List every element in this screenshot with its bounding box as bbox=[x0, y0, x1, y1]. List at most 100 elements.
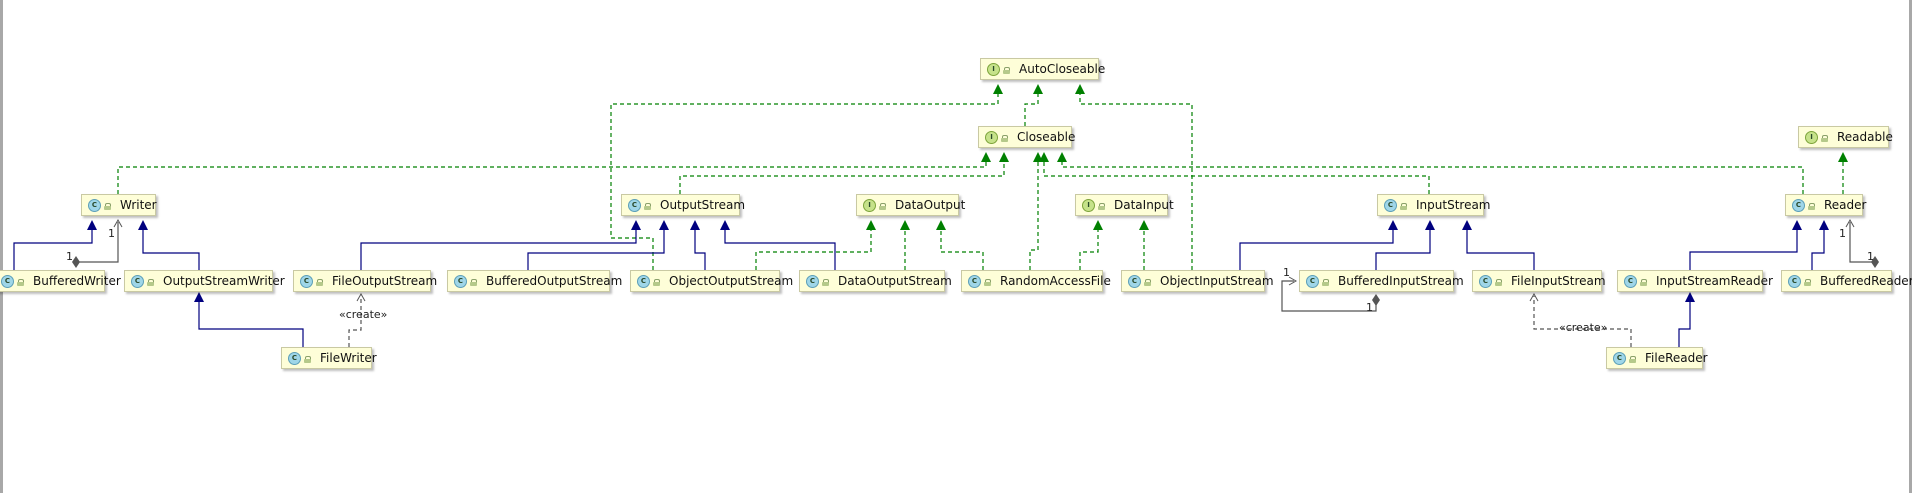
implements-arrowhead bbox=[936, 220, 946, 230]
class-name: Closeable bbox=[1017, 130, 1076, 144]
class-icon: C bbox=[968, 274, 981, 288]
class-icon: C bbox=[1128, 274, 1141, 288]
class-icon: C bbox=[1, 274, 14, 288]
class-node-writer[interactable]: C Writer bbox=[81, 194, 157, 216]
extends-arrowhead bbox=[1819, 220, 1829, 230]
implements-edge bbox=[940, 230, 984, 270]
interface-icon: I bbox=[985, 130, 998, 144]
extends-edge bbox=[724, 230, 836, 270]
class-icon: C bbox=[131, 274, 144, 288]
lock-icon bbox=[879, 201, 888, 210]
class-node-filereader[interactable]: C FileReader bbox=[1606, 347, 1708, 369]
lock-icon bbox=[984, 277, 993, 286]
implements-edge bbox=[1079, 94, 1193, 270]
implements-edge bbox=[1029, 162, 1039, 270]
extends-arrowhead bbox=[720, 220, 730, 230]
lock-icon bbox=[822, 277, 831, 286]
implements-edge bbox=[1043, 162, 1430, 194]
extends-edge bbox=[142, 230, 200, 270]
class-name: BufferedInputStream bbox=[1338, 274, 1464, 288]
lock-icon bbox=[1629, 354, 1638, 363]
implements-edge bbox=[755, 230, 872, 270]
class-node-inputstream[interactable]: C InputStream bbox=[1377, 194, 1491, 216]
class-node-datainput[interactable]: I DataInput bbox=[1075, 194, 1174, 216]
canvas-right-border bbox=[1909, 0, 1912, 493]
implements-arrowhead bbox=[981, 152, 991, 162]
class-icon: C bbox=[628, 198, 641, 212]
class-name: BufferedOutputStream bbox=[486, 274, 623, 288]
class-node-dataoutput[interactable]: I DataOutput bbox=[856, 194, 965, 216]
lock-icon bbox=[1003, 65, 1012, 74]
class-icon: C bbox=[1479, 274, 1492, 288]
multiplicity-label: 1 bbox=[108, 227, 115, 240]
lock-icon bbox=[1821, 133, 1830, 142]
create-stereotype-label: «create» bbox=[1559, 321, 1608, 334]
extends-edge bbox=[13, 230, 93, 270]
extends-edge bbox=[1239, 230, 1394, 270]
class-name: DataInput bbox=[1114, 198, 1174, 212]
extends-edge bbox=[198, 302, 304, 347]
class-icon: C bbox=[1613, 351, 1626, 365]
class-node-readable[interactable]: I Readable bbox=[1798, 126, 1893, 148]
extends-arrowhead bbox=[1388, 220, 1398, 230]
create-stereotype-label: «create» bbox=[339, 308, 388, 321]
lock-icon bbox=[1144, 277, 1153, 286]
class-name: ObjectInputStream bbox=[1160, 274, 1274, 288]
extends-arrowhead bbox=[1462, 220, 1472, 230]
extends-arrowhead bbox=[1425, 220, 1435, 230]
class-node-autocloseable[interactable]: I AutoCloseable bbox=[980, 58, 1105, 80]
class-name: FileWriter bbox=[320, 351, 377, 365]
extends-arrowhead bbox=[1792, 220, 1802, 230]
create-dependency-arrowhead bbox=[356, 292, 366, 302]
class-node-objectoutputstream[interactable]: C ObjectOutputStream bbox=[630, 270, 793, 292]
class-node-randomaccessfile[interactable]: C RandomAccessFile bbox=[961, 270, 1111, 292]
class-node-dataoutputstream[interactable]: C DataOutputStream bbox=[799, 270, 952, 292]
class-node-bufferedwriter[interactable]: C BufferedWriter bbox=[0, 270, 121, 292]
implements-arrowhead bbox=[1075, 84, 1085, 94]
extends-arrowhead bbox=[659, 220, 669, 230]
extends-arrowhead bbox=[631, 220, 641, 230]
class-icon: C bbox=[806, 274, 819, 288]
class-node-bufferedinputstream[interactable]: C BufferedInputStream bbox=[1299, 270, 1464, 292]
extends-edge bbox=[1375, 230, 1431, 270]
canvas-left-border bbox=[0, 0, 3, 493]
class-node-filewriter[interactable]: C FileWriter bbox=[281, 347, 377, 369]
class-node-bufferedreader[interactable]: C BufferedReader bbox=[1781, 270, 1912, 292]
class-name: Writer bbox=[120, 198, 157, 212]
class-icon: C bbox=[1624, 274, 1637, 288]
class-name: OutputStream bbox=[660, 198, 746, 212]
class-node-fileinputstream[interactable]: C FileInputStream bbox=[1472, 270, 1606, 292]
lock-icon bbox=[104, 201, 113, 210]
class-node-inputstreamreader[interactable]: C InputStreamReader bbox=[1617, 270, 1773, 292]
class-node-reader[interactable]: C Reader bbox=[1785, 194, 1866, 216]
class-node-outputstreamwriter[interactable]: C OutputStreamWriter bbox=[124, 270, 285, 292]
class-node-fileoutputstream[interactable]: C FileOutputStream bbox=[293, 270, 437, 292]
aggregation-arrowhead bbox=[113, 218, 123, 228]
implements-arrowhead bbox=[1093, 220, 1103, 230]
implements-edge bbox=[117, 162, 987, 194]
lock-icon bbox=[1640, 277, 1649, 286]
class-node-outputstream[interactable]: C OutputStream bbox=[621, 194, 745, 216]
extends-edge bbox=[1811, 230, 1825, 270]
multiplicity-label: 1 bbox=[1283, 266, 1290, 279]
class-name: OutputStreamWriter bbox=[163, 274, 285, 288]
class-node-bufferedoutputstream[interactable]: C BufferedOutputStream bbox=[447, 270, 622, 292]
implements-arrowhead bbox=[1139, 220, 1149, 230]
implements-edge bbox=[1061, 162, 1804, 194]
class-node-objectinputstream[interactable]: C ObjectInputStream bbox=[1121, 270, 1274, 292]
lock-icon bbox=[17, 277, 26, 286]
multiplicity-label: 1 bbox=[1867, 250, 1874, 263]
lock-icon bbox=[147, 277, 156, 286]
extends-edge bbox=[1466, 230, 1535, 270]
class-name: InputStreamReader bbox=[1656, 274, 1773, 288]
class-name: BufferedReader bbox=[1820, 274, 1912, 288]
lock-icon bbox=[1400, 201, 1409, 210]
class-node-closeable[interactable]: I Closeable bbox=[978, 126, 1075, 148]
aggregation-diamond bbox=[1372, 294, 1380, 306]
lock-icon bbox=[1322, 277, 1331, 286]
implements-arrowhead bbox=[1039, 152, 1049, 162]
interface-icon: I bbox=[987, 62, 1000, 76]
class-name: Readable bbox=[1837, 130, 1893, 144]
aggregation-edge bbox=[76, 222, 119, 263]
